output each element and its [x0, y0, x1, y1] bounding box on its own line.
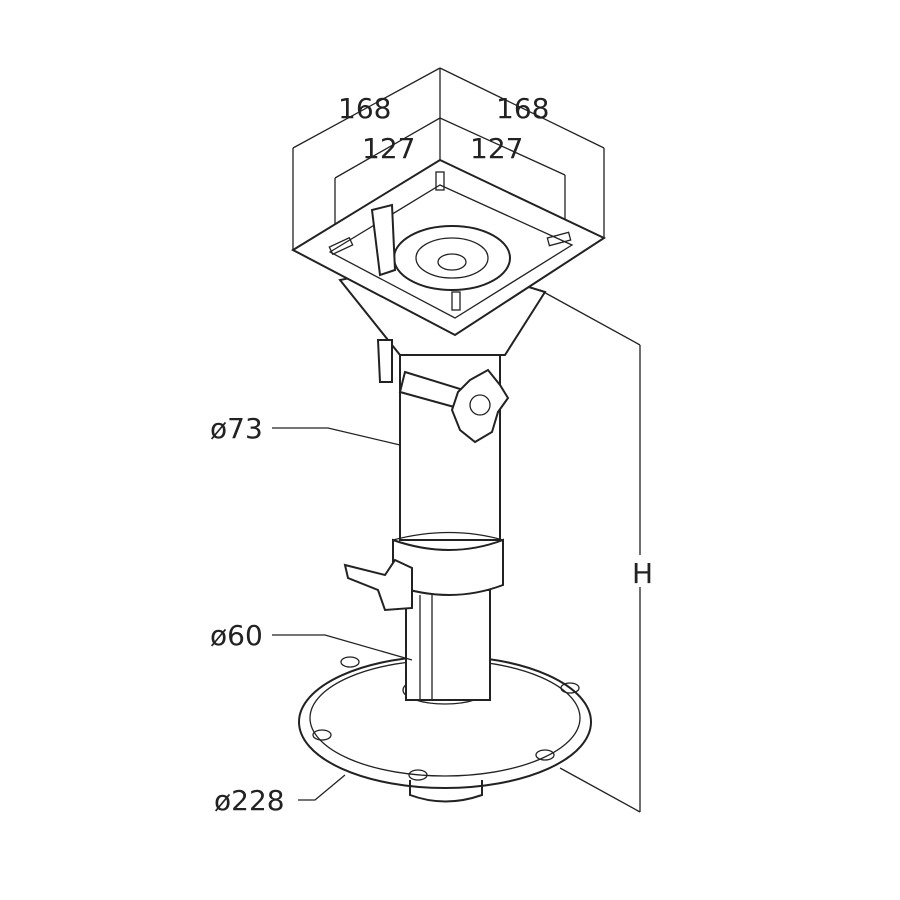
- dim-height: H: [632, 557, 653, 590]
- dim-lower-tube-diameter: ø60: [210, 619, 263, 652]
- adjustment-knob: [398, 368, 510, 444]
- height-dimension: [539, 289, 652, 813]
- leader-lines: [272, 427, 413, 801]
- dim-outer-right: 168: [496, 92, 549, 125]
- clamp-ring: [343, 531, 504, 612]
- dim-inner-right: 127: [470, 132, 523, 165]
- lower-tube: [405, 589, 491, 701]
- base-plate: [298, 655, 592, 803]
- dim-inner-left: 127: [362, 132, 415, 165]
- dim-upper-tube-diameter: ø73: [210, 412, 263, 445]
- dim-outer-left: 168: [338, 92, 391, 125]
- dim-base-diameter: ø228: [214, 784, 285, 817]
- top-dimension-lines: [292, 67, 605, 250]
- seat-plate: [290, 158, 607, 383]
